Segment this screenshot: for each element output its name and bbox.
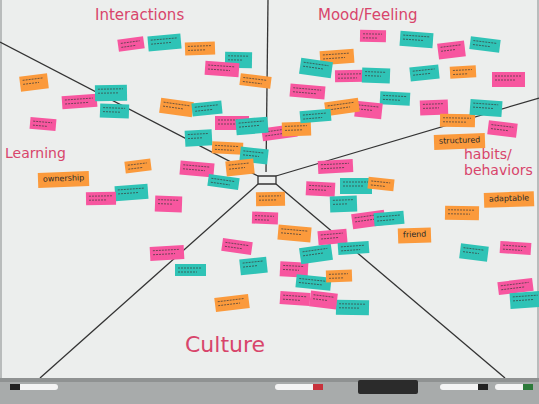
- sticky-note: [30, 117, 57, 131]
- sticky-note: [306, 181, 336, 196]
- sticky-note: [338, 241, 370, 255]
- sticky-note: structured: [434, 133, 486, 150]
- sticky-note: [330, 196, 358, 213]
- note-text: friend: [403, 231, 427, 241]
- sticky-note: [212, 141, 244, 155]
- sticky-note: [440, 114, 475, 128]
- sticky-note: ownership: [38, 171, 90, 188]
- sticky-note: [175, 264, 206, 276]
- sticky-note: [225, 159, 254, 177]
- sticky-note: [326, 270, 352, 283]
- sticky-note: [280, 291, 311, 306]
- note-text: adaptable: [488, 194, 529, 204]
- sticky-note: [459, 243, 489, 261]
- sticky-note: [95, 85, 127, 102]
- sticky-note: [150, 245, 185, 261]
- sticky-note: [469, 99, 502, 117]
- sticky-note: [235, 117, 268, 136]
- sticky-note: [360, 30, 386, 42]
- sticky-note: [221, 238, 253, 255]
- section-heading: habits/ behaviors: [464, 146, 534, 178]
- sticky-note: [214, 294, 249, 312]
- sticky-note: [487, 120, 517, 137]
- sticky-note: [299, 58, 333, 78]
- sticky-note: [362, 68, 391, 84]
- sticky-note: [492, 72, 525, 87]
- sticky-note: [309, 290, 338, 309]
- sticky-note: [336, 300, 369, 316]
- sticky-note: [445, 206, 479, 221]
- sticky-note: [450, 65, 477, 78]
- sticky-note: [159, 98, 194, 117]
- sticky-note: [367, 177, 394, 192]
- sticky-note: [100, 103, 129, 118]
- sticky-note: [300, 109, 332, 124]
- sticky-note: [252, 212, 278, 225]
- sticky-note: [299, 244, 333, 264]
- sticky-note: [400, 31, 434, 48]
- section-heading: Learning: [5, 145, 66, 161]
- sticky-note: [117, 36, 144, 52]
- section-heading: Interactions: [95, 6, 184, 24]
- sticky-note: [409, 65, 439, 82]
- sticky-note: [62, 94, 98, 109]
- sticky-note: [239, 73, 271, 89]
- sticky-note: [340, 178, 372, 194]
- sticky-note: [277, 225, 311, 243]
- sticky-note: [239, 257, 268, 276]
- sticky-note: [115, 184, 149, 201]
- sticky-note: [207, 174, 239, 190]
- note-text: ownership: [43, 174, 85, 184]
- sticky-note: [420, 100, 449, 116]
- sticky-note: [469, 36, 500, 53]
- sticky-note: friend: [398, 227, 432, 243]
- sticky-note: [318, 159, 354, 174]
- sticky-note: [205, 61, 240, 77]
- sticky-note: [335, 70, 366, 83]
- sticky-note: [185, 41, 215, 55]
- sticky-note: [191, 100, 222, 116]
- note-text: structured: [439, 136, 481, 146]
- sticky-note: adaptable: [483, 191, 534, 208]
- sticky-note: [19, 73, 49, 91]
- sticky-note: [147, 34, 181, 52]
- section-heading: Mood/Feeling: [318, 6, 418, 24]
- sticky-note: [282, 121, 311, 136]
- sticky-note: [124, 158, 151, 173]
- sticky-note: [380, 91, 411, 106]
- sticky-note: [437, 40, 466, 59]
- sticky-note: [373, 211, 404, 227]
- sticky-note: [290, 83, 326, 99]
- sticky-note: [86, 192, 116, 206]
- sticky-note: [500, 241, 532, 255]
- sticky-note: [155, 196, 183, 213]
- sticky-note: [256, 192, 285, 207]
- sticky-note: [185, 129, 213, 146]
- section-heading: Culture: [185, 332, 265, 357]
- sticky-note: [509, 291, 539, 309]
